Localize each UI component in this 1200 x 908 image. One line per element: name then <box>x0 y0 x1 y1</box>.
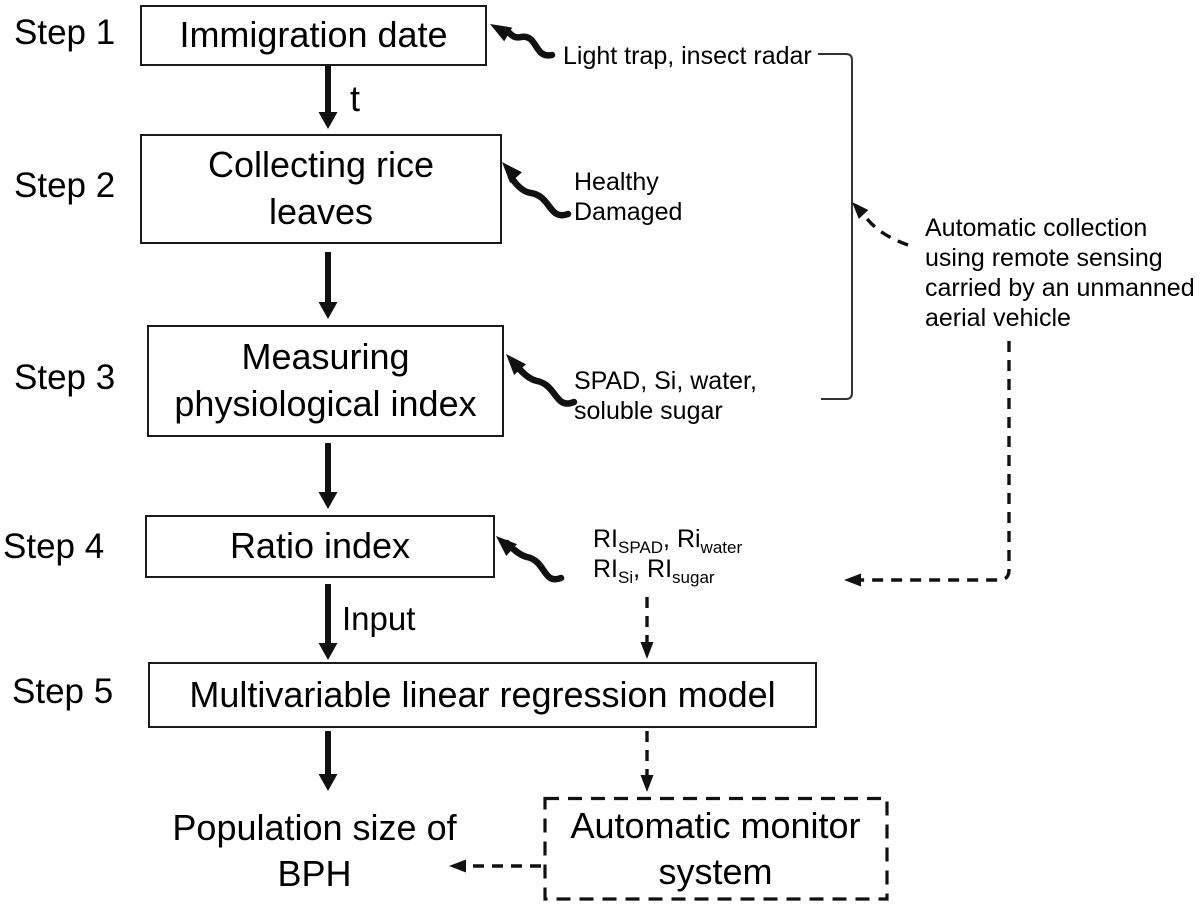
dashed-arrow-ratio-to-model <box>640 597 654 659</box>
input-label: Input <box>342 600 416 637</box>
population-size-text: Population size of BPH <box>172 807 457 894</box>
step-5-label: Step 5 <box>12 672 114 711</box>
annotation-bracket <box>818 53 853 400</box>
regression-model-box: Multivariable linear regression model <box>148 662 817 728</box>
ratio-indices-line1: RISPAD, Riwater <box>593 525 743 557</box>
step-4-label: Step 4 <box>3 527 105 566</box>
down-arrow-step4-to-step5 <box>318 584 338 660</box>
dashed-arrow-model-to-monitor <box>640 731 654 792</box>
step-3-label: Step 3 <box>14 358 116 397</box>
dashed-arrow-uav-to-ratio-index <box>844 341 1011 587</box>
automatic-monitor-system-box: Automatic monitor system <box>570 804 861 892</box>
down-arrow-step3-to-step4 <box>318 443 338 509</box>
down-arrow-step1-to-step2 <box>318 66 338 129</box>
ratio-indices-line2: RISi, RIsugar <box>593 555 715 587</box>
curved-arrow-ratio-indices <box>496 536 565 583</box>
monitor-system-dashed-border <box>543 796 889 901</box>
dashed-arrow-monitor-to-population <box>449 859 541 873</box>
step-2-label: Step 2 <box>14 166 116 205</box>
ratio-indices-note: RISPAD, Riwater RISi, RIsugar <box>593 524 743 587</box>
dashed-arrow-uav-to-bracket <box>852 202 909 247</box>
down-arrow-step2-to-step3 <box>318 252 338 319</box>
spad-indices-note: SPAD, Si, water, soluble sugar <box>574 367 757 425</box>
uav-note: Automatic collection using remote sensin… <box>925 214 1195 332</box>
immigration-date-box: Immigration date <box>140 5 487 66</box>
measuring-physiological-index-box: Measuring physiological index <box>147 325 504 437</box>
healthy-damaged-note: Healthy Damaged <box>574 168 683 226</box>
light-trap-note: Light trap, insect radar <box>563 42 812 70</box>
ratio-index-box: Ratio index <box>145 515 495 578</box>
curved-arrow-light-trap <box>490 24 556 59</box>
curved-arrow-healthy-damaged <box>502 162 572 219</box>
curved-arrow-spad <box>506 354 578 407</box>
step-1-label: Step 1 <box>14 13 116 52</box>
time-label: t <box>350 78 361 119</box>
collecting-rice-leaves-box: Collecting rice leaves <box>140 134 502 244</box>
down-arrow-step5-to-output <box>318 731 338 791</box>
